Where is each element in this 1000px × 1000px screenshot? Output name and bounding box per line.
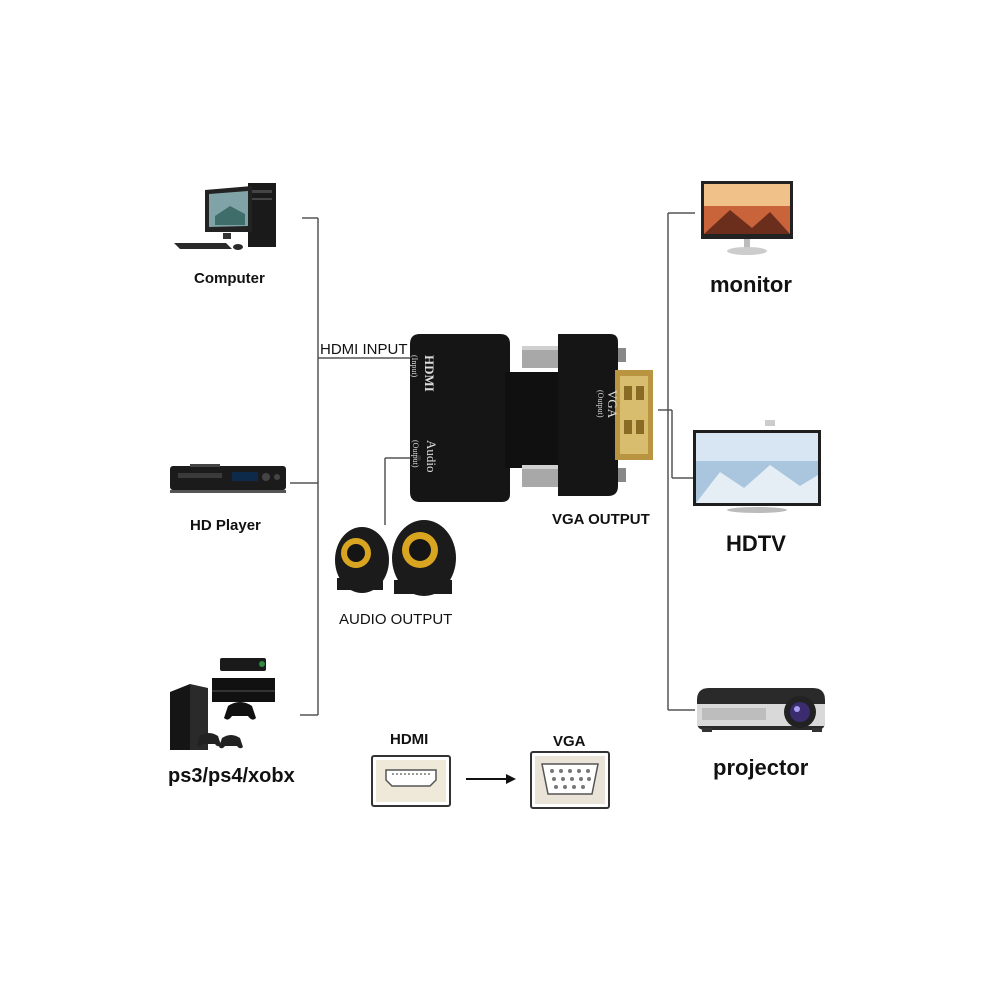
input-connector-lines <box>290 217 418 716</box>
body-vga-sub: (Output) <box>596 390 605 418</box>
tv-icon <box>693 420 821 513</box>
output-connector-lines <box>658 212 695 711</box>
game-console-icon <box>170 658 275 750</box>
vga-port-icon <box>530 751 610 809</box>
hdmi-port-icon <box>371 755 451 807</box>
body-hdmi-sub: (Input) <box>410 355 419 378</box>
body-hdmi-text: HDMI <box>422 355 437 392</box>
hdtv-label: HDTV <box>726 531 786 556</box>
body-audio-text: Audio <box>424 440 439 473</box>
computer-label: Computer <box>194 270 265 287</box>
speakers-icon <box>335 520 456 596</box>
body-audio-sub: (Output) <box>411 440 420 468</box>
monitor-icon <box>701 181 793 255</box>
computer-icon <box>174 183 276 250</box>
body-vga-text: VGA <box>605 390 620 419</box>
hdmi-port-label: HDMI <box>390 731 429 748</box>
hd-player-label: HD Player <box>190 517 261 534</box>
monitor-label: monitor <box>710 272 792 297</box>
projector-icon <box>697 688 825 732</box>
hdmi-vga-adapter <box>410 334 653 502</box>
audio-output-label: AUDIO OUTPUT <box>339 611 453 628</box>
dvd-player-icon <box>170 464 286 493</box>
vga-output-label: VGA OUTPUT <box>552 511 650 528</box>
projector-label: projector <box>713 755 809 780</box>
hdmi-input-label: HDMI INPUT <box>320 341 408 358</box>
adapter-body-text: HDMI (Input) Audio (Output) VGA (Output) <box>410 355 620 473</box>
consoles-label: ps3/ps4/xobx <box>168 765 295 787</box>
vga-port-label: VGA <box>553 733 586 750</box>
arrow-right-icon <box>466 774 516 784</box>
